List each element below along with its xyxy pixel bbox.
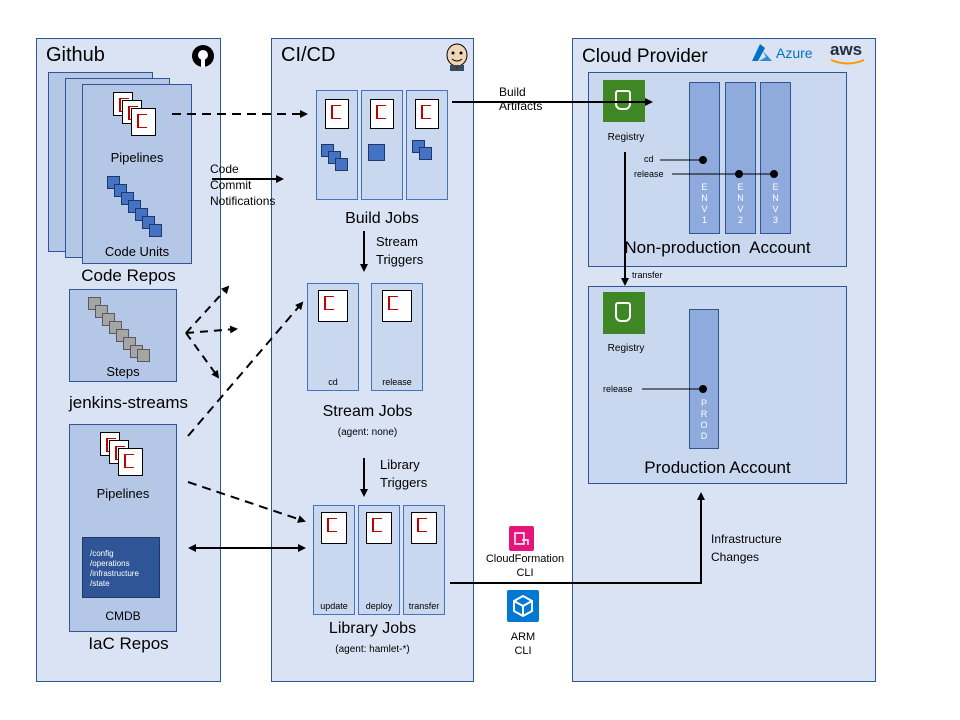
stream-triggers-line1: Stream: [376, 234, 418, 249]
pipeline-doc-icon: [131, 108, 156, 136]
iac-repos-label: IaC Repos: [88, 634, 169, 653]
transfer-label: transfer: [632, 270, 663, 280]
azure-logo-text: Azure: [776, 45, 813, 61]
cmdb-paths: /config /operations /infrastructure /sta…: [90, 549, 139, 589]
code-unit-icon: [149, 224, 162, 237]
code-commit-line3: Notifications: [210, 194, 276, 208]
env-bar-env1[interactable]: [689, 82, 720, 234]
code-commit-line2: Commit: [210, 178, 252, 192]
github-icon: [192, 45, 214, 67]
steps-label: Steps: [106, 364, 140, 379]
pipeline-doc-icon: [370, 99, 394, 129]
prod-registry-label: Registry: [607, 343, 645, 354]
pipeline-doc-icon: [411, 512, 437, 544]
cmdb-path-config: /config: [90, 549, 114, 558]
infra-changes-label: Infrastructure Changes: [711, 530, 782, 566]
github-title: Github: [46, 44, 105, 66]
stream-jobs-sub: (agent: none): [337, 427, 398, 438]
cloud-title: Cloud Provider: [582, 46, 708, 67]
code-repo-pipelines-label: Pipelines: [110, 150, 164, 165]
cmdb-path-state: /state: [90, 579, 110, 588]
stream-job-cd-label: cd: [328, 377, 338, 387]
env3-label: E N V 3: [772, 182, 779, 225]
build-artifacts-line1: Build: [499, 85, 526, 99]
library-job-transfer-label: transfer: [408, 601, 440, 611]
library-triggers-line2: Triggers: [380, 475, 428, 490]
nonprod-registry-label: Registry: [607, 132, 645, 143]
prod-account-label: Production Account: [644, 458, 791, 477]
pipeline-doc-icon: [325, 99, 349, 129]
arm-icon: [507, 590, 539, 622]
nonprod-account-label: Non-production Account: [624, 238, 811, 257]
nonprod-cd-label: cd: [644, 154, 654, 164]
pipeline-doc-icon: [118, 448, 143, 476]
cmdb-path-operations: /operations: [90, 559, 130, 568]
stream-triggers-label: Stream Triggers: [376, 233, 423, 269]
cloudformation-line1: CloudFormation: [485, 553, 565, 565]
library-job-deploy-label: deploy: [365, 601, 393, 611]
jenkins-icon: [446, 43, 468, 71]
env-bar-prod[interactable]: [689, 309, 719, 449]
cmdb-label: CMDB: [105, 609, 141, 623]
cmdb-box[interactable]: [82, 537, 160, 598]
stream-job-release-label: release: [382, 377, 412, 387]
build-artifacts-label: Build Artifacts: [499, 85, 542, 113]
cloudformation-icon: [509, 526, 534, 551]
pipeline-doc-icon: [366, 512, 392, 544]
infra-changes-line2: Changes: [711, 550, 760, 564]
library-triggers-line1: Library: [380, 457, 420, 472]
pipeline-doc-icon: [415, 99, 439, 129]
code-repos-label: Code Repos: [81, 266, 176, 285]
nonprod-release-label: release: [634, 169, 664, 179]
cmdb-path-infrastructure: /infrastructure: [90, 569, 139, 578]
arm-label: ARM CLI: [500, 630, 546, 658]
library-jobs-label: Library Jobs: [328, 620, 417, 637]
cicd-title: CI/CD: [281, 44, 336, 66]
env1-label: E N V 1: [701, 182, 708, 225]
prod-env-label: P R O D: [700, 398, 708, 441]
library-jobs-sub: (agent: hamlet-*): [335, 644, 410, 655]
code-unit-icon: [368, 144, 385, 161]
code-unit-icon: [419, 147, 432, 160]
pipeline-doc-icon: [321, 512, 347, 544]
code-units-label: Code Units: [104, 244, 170, 259]
arm-line2: CLI: [514, 645, 532, 657]
build-jobs-label: Build Jobs: [345, 210, 419, 227]
cloudformation-line2: CLI: [516, 567, 534, 579]
jenkins-streams-label: jenkins-streams: [68, 393, 189, 412]
stream-triggers-line2: Triggers: [376, 252, 424, 267]
pipeline-doc-icon: [382, 290, 412, 322]
aws-smile-icon: [830, 59, 865, 65]
registry-bucket-icon: [603, 292, 645, 334]
build-artifacts-line2: Artifacts: [499, 99, 543, 113]
code-commit-label: Code Commit Notifications: [210, 161, 275, 209]
env-bar-env2[interactable]: [725, 82, 756, 234]
step-icon: [137, 349, 150, 362]
env-bar-env3[interactable]: [760, 82, 791, 234]
infra-changes-line1: Infrastructure: [711, 532, 782, 546]
pipeline-doc-icon: [318, 290, 348, 322]
registry-bucket-icon: [603, 80, 645, 122]
prod-release-label: release: [603, 384, 633, 394]
arm-line1: ARM: [510, 631, 536, 643]
azure-logo-icon: [752, 44, 772, 61]
cloudformation-label: CloudFormation CLI: [476, 552, 574, 580]
aws-logo-text: aws: [830, 40, 863, 59]
code-unit-icon: [335, 158, 348, 171]
code-commit-line1: Code: [210, 162, 239, 176]
iac-pipelines-label: Pipelines: [96, 486, 150, 501]
library-job-update-label: update: [320, 601, 348, 611]
env2-label: E N V 2: [737, 182, 744, 225]
stream-jobs-label: Stream Jobs: [322, 403, 413, 420]
library-triggers-label: Library Triggers: [380, 456, 427, 492]
